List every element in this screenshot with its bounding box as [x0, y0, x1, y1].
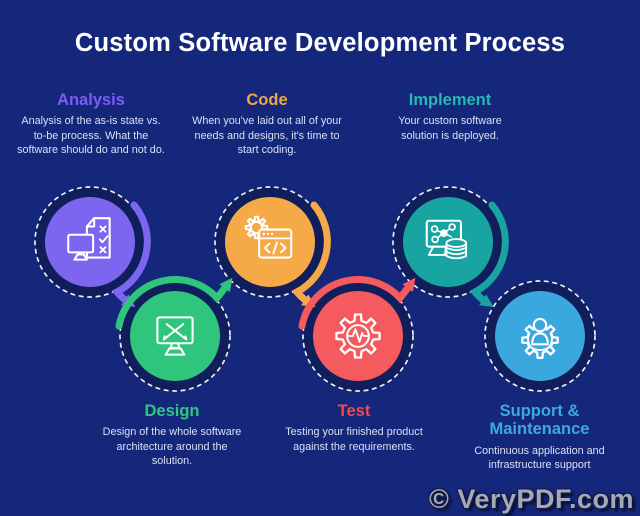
step-support-description: Continuous application and infrastructur…: [474, 444, 605, 472]
design-tools-monitor-icon: [156, 316, 194, 356]
implement-circle: [403, 197, 493, 287]
design-circle: [130, 291, 220, 381]
code-window-gear-icon: [244, 215, 293, 259]
watermark: © VeryPDF.com: [429, 484, 634, 514]
step-test-heading: Test: [337, 402, 371, 420]
step-code-description: When you've laid out all of your needs a…: [192, 115, 342, 157]
database-shape: [445, 238, 468, 260]
step-design-description: Design of the whole software architectur…: [102, 426, 242, 468]
gear-pulse-icon: [335, 313, 381, 359]
step-design-heading: Design: [144, 402, 200, 420]
support-person-gear-icon: [521, 317, 559, 359]
code-circle: [225, 197, 315, 287]
document-checklist-monitor-icon: [67, 217, 111, 261]
deploy-database-monitor-icon: [425, 219, 468, 260]
step-implement-description: Your custom software solution is deploye…: [398, 115, 502, 142]
step-code-heading: Code: [246, 91, 288, 109]
step-analysis: Analysis Analysis of the as-is state vs.…: [11, 91, 171, 158]
page-title: Custom Software Development Process: [74, 29, 566, 57]
monitor-network-shape: [425, 219, 462, 256]
step-code: Code When you've laid out all of your ne…: [187, 91, 347, 158]
monitor-shape: [67, 233, 95, 261]
step-support-heading: Support & Maintenance: [489, 402, 590, 439]
analysis-circle: [45, 197, 135, 287]
monitor-shape: [156, 316, 194, 356]
support-circle: [495, 291, 585, 381]
step-support: Support & Maintenance Continuous applica…: [452, 402, 627, 473]
step-implement: Implement Your custom software solution …: [370, 91, 530, 143]
heartbeat-pulse-shape: [347, 328, 369, 343]
crossed-pencil-brush-shape: [162, 323, 188, 341]
support-person-shape: [527, 317, 553, 351]
step-design: Design Design of the whole software arch…: [92, 402, 252, 469]
step-test-description: Testing your finished product against th…: [285, 426, 423, 453]
step-test: Test Testing your finished product again…: [274, 402, 434, 454]
browser-window-shape: [258, 228, 293, 259]
step-implement-heading: Implement: [408, 91, 492, 109]
step-analysis-description: Analysis of the as-is state vs. to-be pr…: [17, 115, 165, 157]
step-analysis-heading: Analysis: [57, 91, 125, 109]
code-brackets-shape: [263, 241, 287, 255]
gear-shape: [244, 215, 269, 240]
test-circle: [313, 291, 403, 381]
